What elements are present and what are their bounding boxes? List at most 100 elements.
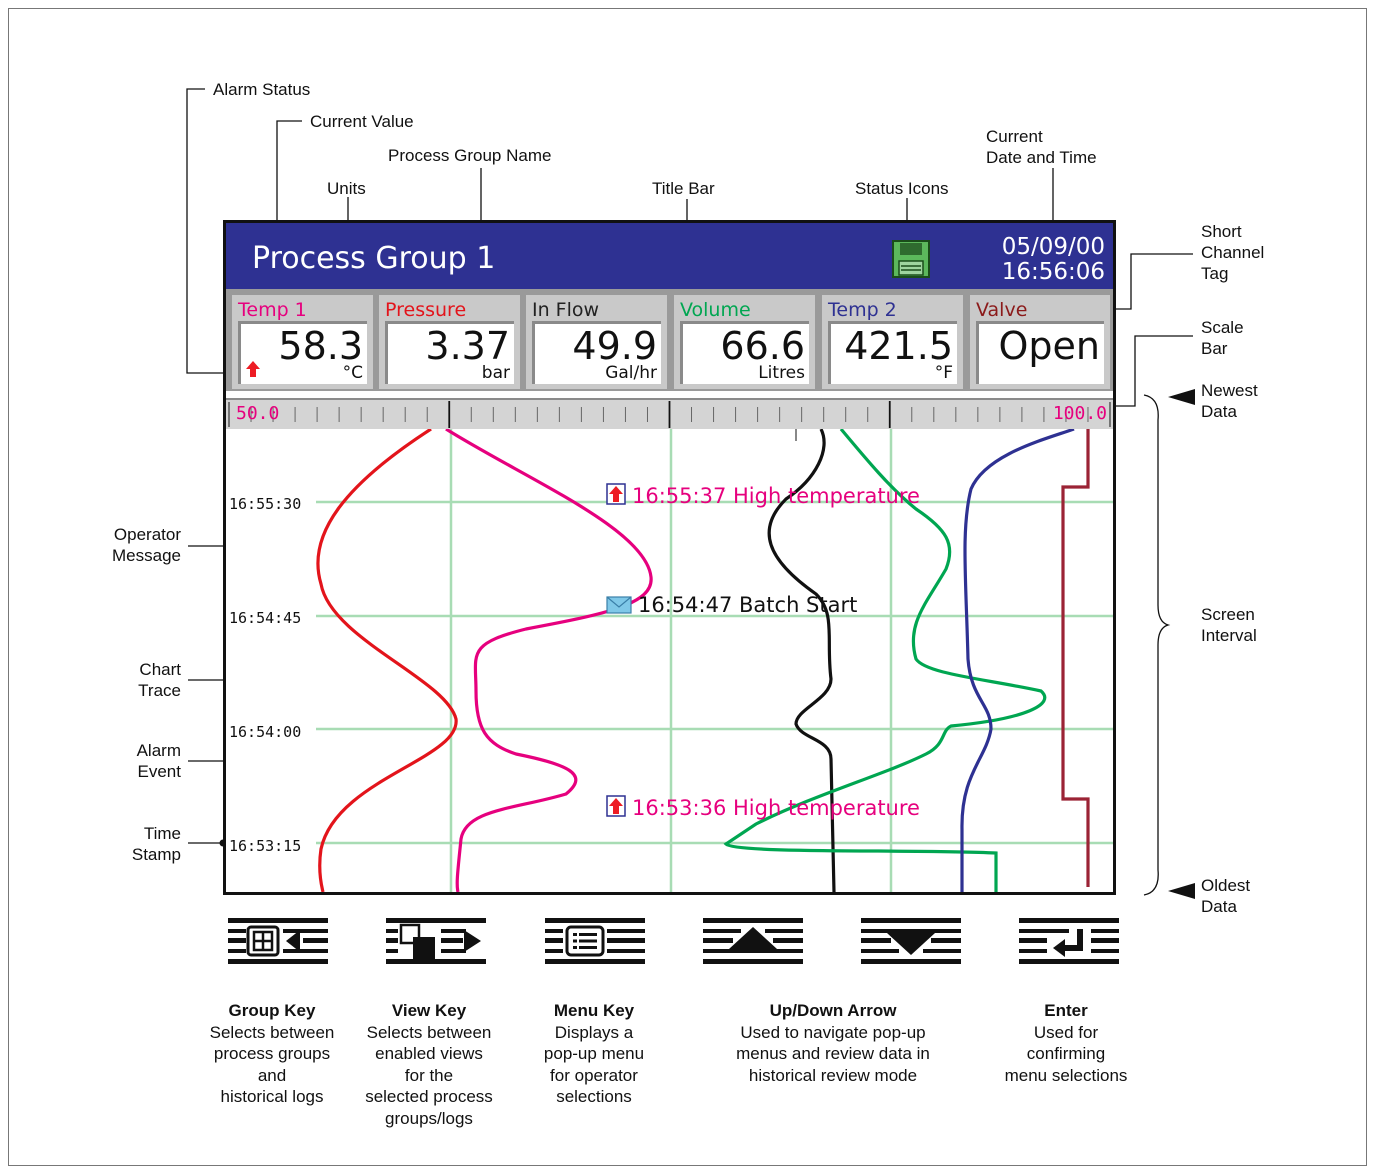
scale-bar: 50.0 100.0 <box>226 398 1113 429</box>
floppy-disk-icon <box>892 240 930 278</box>
alarm-status-label: Alarm Status <box>213 80 311 99</box>
timestamp: 16:53:15 <box>229 837 302 855</box>
alarm-event-text: High temperature <box>733 796 920 820</box>
channel-panels: Temp 1 58.3 °C Pressure 3.37 bar In Flow… <box>226 289 1113 391</box>
title-bar: Process Group 1 05/09/00 16:56:06 <box>226 223 1113 289</box>
trace-inflow <box>767 429 836 892</box>
channel-value: Open <box>998 324 1101 368</box>
key-name: Group Key <box>228 1001 316 1020</box>
channel-unit: °F <box>934 363 953 383</box>
channel-panel-pressure[interactable]: Pressure 3.37 bar <box>379 295 520 389</box>
value-box: 49.9 Gal/hr <box>532 321 661 384</box>
alarm-event-icon <box>606 483 626 505</box>
channel-tag: In Flow <box>532 299 600 321</box>
alarm-status-leader <box>186 88 236 374</box>
channel-value: 421.5 <box>844 324 953 368</box>
alarm-event[interactable]: 16:55:37 High temperature <box>606 483 920 508</box>
chart-area <box>316 429 1113 892</box>
channel-value: 66.6 <box>720 324 805 368</box>
alarm-event[interactable]: 16:53:36 High temperature <box>606 795 920 820</box>
trace-temp1 <box>445 429 653 892</box>
status-icons-label: Status Icons <box>855 179 949 198</box>
enter-key-icon[interactable] <box>1019 916 1119 966</box>
current-value-label: Current Value <box>310 112 414 131</box>
chart-grid <box>316 429 1113 892</box>
trace-volume <box>723 429 1047 892</box>
channel-tag: Valve <box>976 299 1028 321</box>
timestamp: 16:54:00 <box>229 723 302 741</box>
menu-key-icon[interactable] <box>545 916 645 966</box>
key-name: View Key <box>391 1001 467 1020</box>
process-group-name-label: Process Group Name <box>388 146 552 165</box>
message-time: 16:54:47 <box>638 593 733 617</box>
units-label: Units <box>327 179 366 198</box>
channel-value: 49.9 <box>572 324 657 368</box>
scale-bar-leader <box>1098 335 1193 407</box>
channel-unit: bar <box>481 363 510 383</box>
alarm-event-time: 16:53:36 <box>632 796 727 820</box>
channel-tag: Volume <box>680 299 751 321</box>
title-bar-label: Title Bar <box>652 179 715 198</box>
key-name: Menu Key <box>553 1001 635 1020</box>
key-name: Enter <box>1044 1001 1088 1020</box>
channel-panel-valve[interactable]: Valve Open <box>970 295 1110 389</box>
envelope-icon <box>606 596 632 614</box>
value-box: 421.5 °F <box>828 321 957 384</box>
channel-panel-volume[interactable]: Volume 66.6 Litres <box>674 295 815 389</box>
channel-value: 58.3 <box>278 324 363 368</box>
message-text: Batch Start <box>739 593 858 617</box>
channel-panel-temp2[interactable]: Temp 2 421.5 °F <box>822 295 963 389</box>
process-group-title[interactable]: Process Group 1 <box>252 241 496 276</box>
figure-frame <box>8 8 1367 1166</box>
channel-panel-inflow[interactable]: In Flow 49.9 Gal/hr <box>526 295 667 389</box>
channel-unit: Litres <box>758 363 805 383</box>
scale-ticks <box>228 401 1111 428</box>
value-box: Open <box>976 321 1104 384</box>
down-arrow-key-icon[interactable] <box>861 916 961 966</box>
timestamp: 16:54:45 <box>229 609 302 627</box>
timestamp: 16:55:30 <box>229 495 302 513</box>
oldest-data-arrow <box>1168 883 1195 899</box>
chart-traces <box>316 429 1090 892</box>
operator-message[interactable]: 16:54:47 Batch Start <box>606 593 857 617</box>
trace-temp2 <box>960 429 1075 892</box>
value-box: 58.3 °C <box>238 321 367 384</box>
up-arrow-key-icon[interactable] <box>703 916 803 966</box>
trace-pressure <box>316 429 458 892</box>
current-date: 05/09/00 <box>1001 234 1105 260</box>
value-box: 3.37 bar <box>385 321 514 384</box>
alarm-event-icon <box>606 795 626 817</box>
scale-max: 100.0 <box>1052 403 1107 424</box>
channel-unit: Gal/hr <box>605 363 657 383</box>
screen-interval-brace <box>1143 394 1171 896</box>
channel-unit: °C <box>342 363 363 383</box>
key-name: Up/Down Arrow <box>769 1001 897 1020</box>
channel-tag: Temp 2 <box>828 299 897 321</box>
channel-panel-temp1[interactable]: Temp 1 58.3 °C <box>232 295 373 389</box>
channel-value: 3.37 <box>425 324 510 368</box>
channel-tag: Temp 1 <box>238 299 307 321</box>
view-key-icon[interactable] <box>386 916 486 966</box>
alarm-event-text: High temperature <box>733 484 920 508</box>
trace-valve <box>1061 429 1090 887</box>
current-time: 16:56:06 <box>1001 259 1105 285</box>
group-key-icon[interactable] <box>228 916 328 966</box>
alarm-up-arrow-icon <box>246 361 260 377</box>
alarm-event-time: 16:55:37 <box>632 484 727 508</box>
scale-min: 50.0 <box>236 403 280 424</box>
